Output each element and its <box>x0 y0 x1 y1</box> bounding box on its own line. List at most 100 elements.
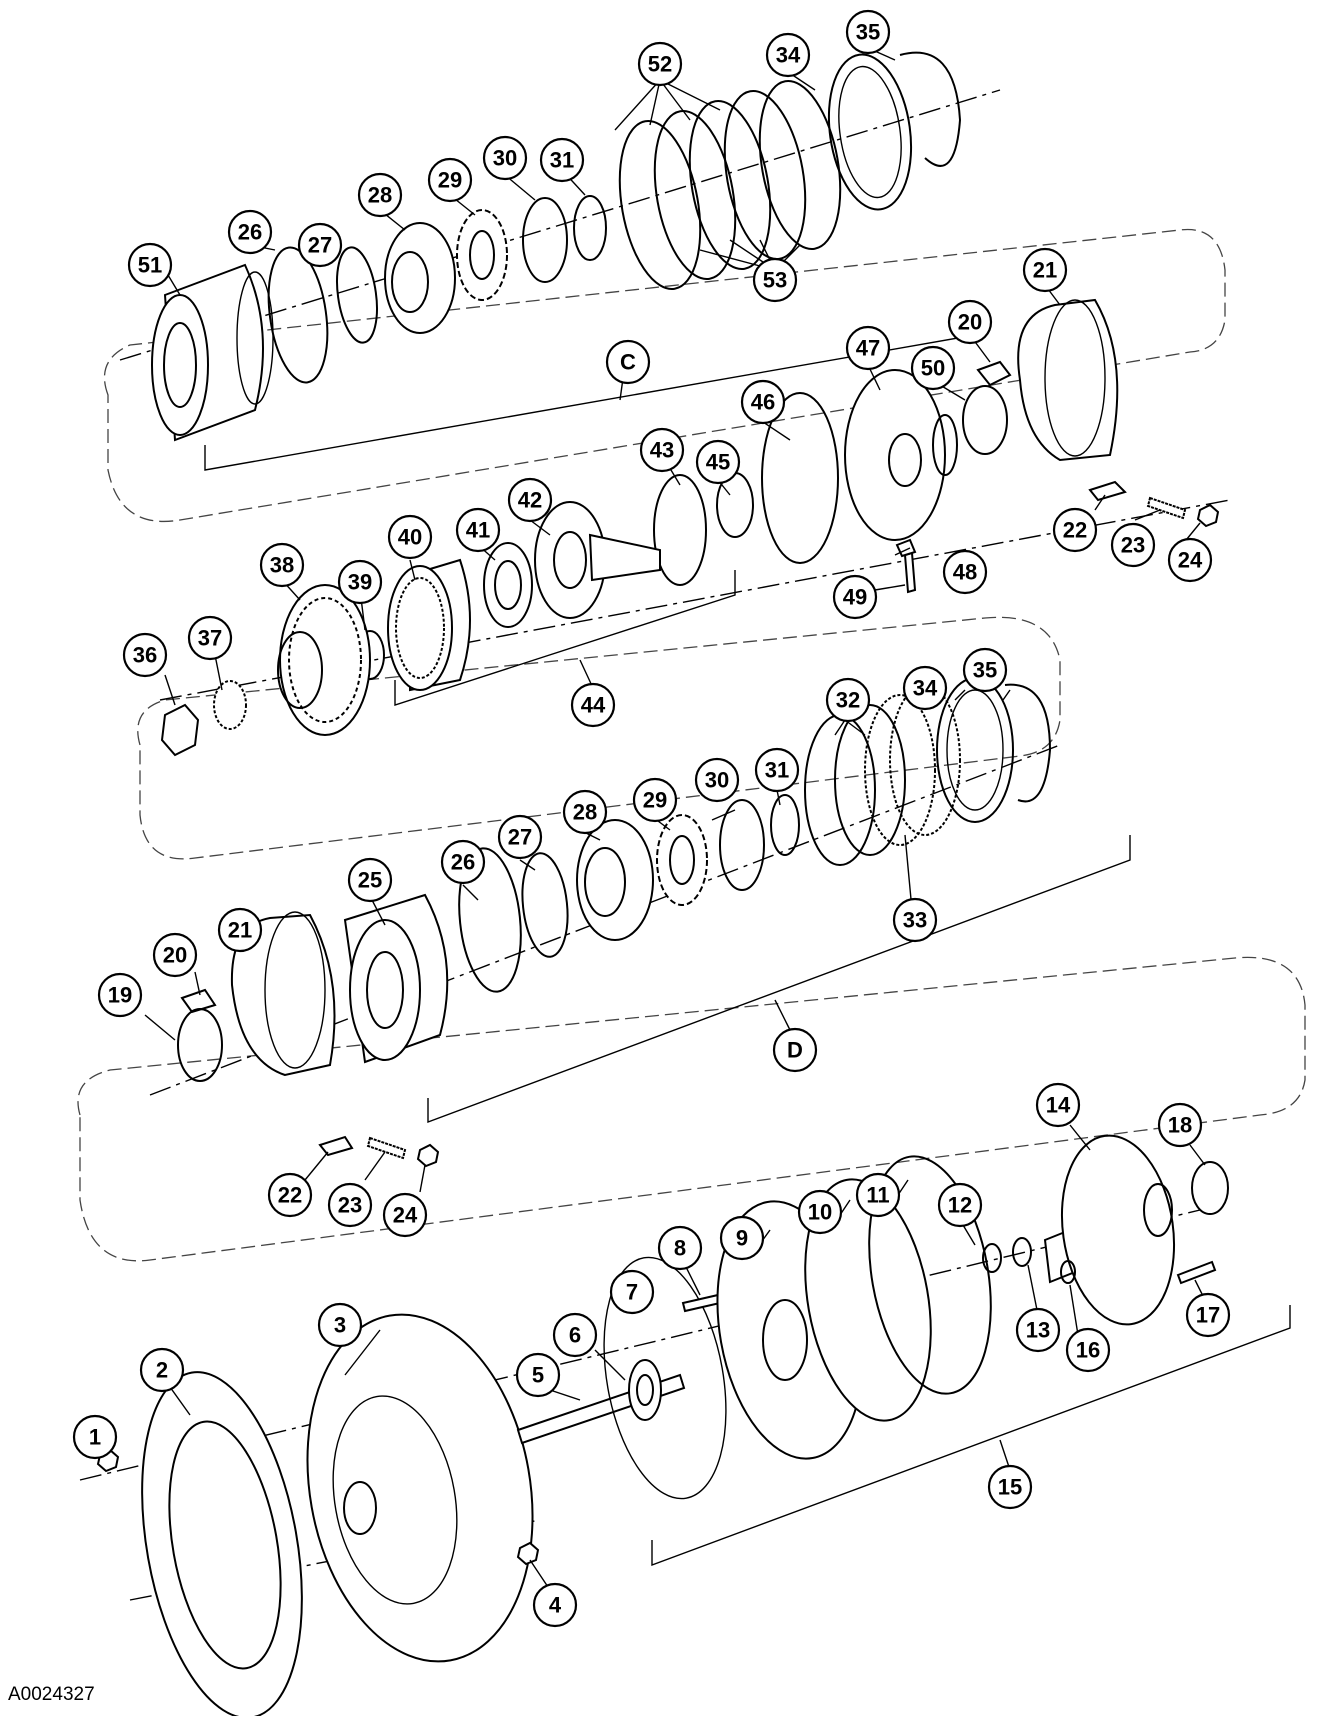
sun-gear-37 <box>213 680 247 730</box>
o-ring-7 <box>603 1256 727 1500</box>
bracket-44 <box>394 570 736 706</box>
svg-text:27: 27 <box>508 825 532 850</box>
bearing-41 <box>483 542 533 628</box>
svg-text:9: 9 <box>736 1226 748 1251</box>
svg-text:C: C <box>620 350 636 375</box>
svg-text:10: 10 <box>808 1200 832 1225</box>
callout-44: 44 <box>570 682 616 728</box>
callout-15: 15 <box>987 1464 1033 1510</box>
svg-text:51: 51 <box>138 253 162 278</box>
svg-text:39: 39 <box>348 570 372 595</box>
pressure-plate-34-row3 <box>936 677 1014 823</box>
svg-text:46: 46 <box>751 390 775 415</box>
svg-text:26: 26 <box>451 850 475 875</box>
callout-9: 9 <box>719 1215 765 1261</box>
svg-text:42: 42 <box>518 488 542 513</box>
svg-text:45: 45 <box>706 450 730 475</box>
strut-22-row3 <box>318 1135 354 1157</box>
spring-29-row1 <box>456 209 508 301</box>
seal-12 <box>982 1243 1002 1273</box>
group-d-outline <box>77 956 1306 1262</box>
adjust-screw-23-row2 <box>1146 496 1187 520</box>
svg-text:30: 30 <box>705 768 729 793</box>
retainer-30-row1 <box>522 197 568 283</box>
svg-text:25: 25 <box>358 868 382 893</box>
gasket-11 <box>868 1155 992 1395</box>
callout-23: 23 <box>327 1182 373 1228</box>
callout-21: 21 <box>1022 247 1068 293</box>
svg-text:24: 24 <box>393 1203 418 1228</box>
callout-26: 26 <box>440 839 486 885</box>
callout-20: 20 <box>947 299 993 345</box>
group-c-outline <box>103 228 1226 522</box>
callout-27: 27 <box>497 814 543 860</box>
retainer-30-row3 <box>719 799 765 891</box>
washer-50 <box>962 385 1008 455</box>
anchor-20-row3 <box>180 988 217 1014</box>
stator-support-14 <box>1043 1134 1176 1326</box>
svg-text:20: 20 <box>958 310 982 335</box>
anchor-20-row2 <box>976 360 1012 387</box>
clutch-drum-51 <box>151 263 274 442</box>
svg-text:20: 20 <box>163 943 187 968</box>
callout-1: 1 <box>72 1414 118 1460</box>
svg-text:13: 13 <box>1026 1318 1050 1343</box>
svg-text:18: 18 <box>1168 1113 1192 1138</box>
callout-30: 30 <box>694 757 740 803</box>
callout-37: 37 <box>187 615 233 661</box>
svg-text:37: 37 <box>198 626 222 651</box>
snap-ring-35-row1 <box>899 51 962 167</box>
torque-converter-3 <box>306 1313 534 1663</box>
svg-text:7: 7 <box>626 1280 638 1305</box>
callout-31: 31 <box>754 747 800 793</box>
svg-text:31: 31 <box>550 148 574 173</box>
svg-text:26: 26 <box>238 220 262 245</box>
callout-24: 24 <box>1167 537 1213 583</box>
group-label-c: C <box>605 339 651 385</box>
svg-text:4: 4 <box>549 1593 562 1618</box>
callout-3: 3 <box>317 1302 363 1348</box>
callout-35: 35 <box>962 647 1008 693</box>
svg-text:34: 34 <box>776 43 801 68</box>
servo-cover-47 <box>844 369 958 541</box>
callout-11: 11 <box>855 1172 901 1218</box>
strut-22-row2 <box>1088 480 1127 502</box>
seal-13 <box>1012 1237 1032 1267</box>
callout-46: 46 <box>740 379 786 425</box>
seal-27-row1 <box>336 246 378 344</box>
nut-24-row2 <box>1196 503 1220 528</box>
seal-26-row3 <box>458 847 522 993</box>
callout-5: 5 <box>515 1352 561 1398</box>
clutch-plates-52-53 <box>618 80 842 290</box>
callout-47: 47 <box>845 325 891 371</box>
svg-text:27: 27 <box>308 233 332 258</box>
piston-28-row1 <box>384 222 456 334</box>
svg-text:48: 48 <box>953 560 977 585</box>
callout-34: 34 <box>765 32 811 78</box>
svg-text:53: 53 <box>763 268 787 293</box>
callout-51: 51 <box>127 242 173 288</box>
svg-text:19: 19 <box>108 983 132 1008</box>
svg-text:52: 52 <box>648 52 672 77</box>
callout-14: 14 <box>1035 1082 1081 1128</box>
svg-text:14: 14 <box>1046 1093 1071 1118</box>
callout-13: 13 <box>1015 1307 1061 1353</box>
svg-text:36: 36 <box>133 643 157 668</box>
svg-text:29: 29 <box>643 788 667 813</box>
svg-text:12: 12 <box>948 1193 972 1218</box>
svg-text:38: 38 <box>270 553 294 578</box>
seal-27-row3 <box>521 852 569 958</box>
pressure-plate-34-row1 <box>827 53 913 211</box>
bracket-d-stem <box>774 999 791 1031</box>
svg-text:21: 21 <box>1033 258 1057 283</box>
clutch-plates-32-33 <box>804 684 961 866</box>
svg-text:11: 11 <box>866 1183 889 1208</box>
callout-30: 30 <box>482 135 528 181</box>
svg-text:3: 3 <box>334 1313 346 1338</box>
adjust-screw-23-row3 <box>366 1136 407 1160</box>
svg-text:24: 24 <box>1178 548 1203 573</box>
svg-text:17: 17 <box>1196 1303 1220 1328</box>
callout-18: 18 <box>1157 1102 1203 1148</box>
group-c2-outline <box>137 616 1061 860</box>
nut-24-row3 <box>416 1143 440 1168</box>
